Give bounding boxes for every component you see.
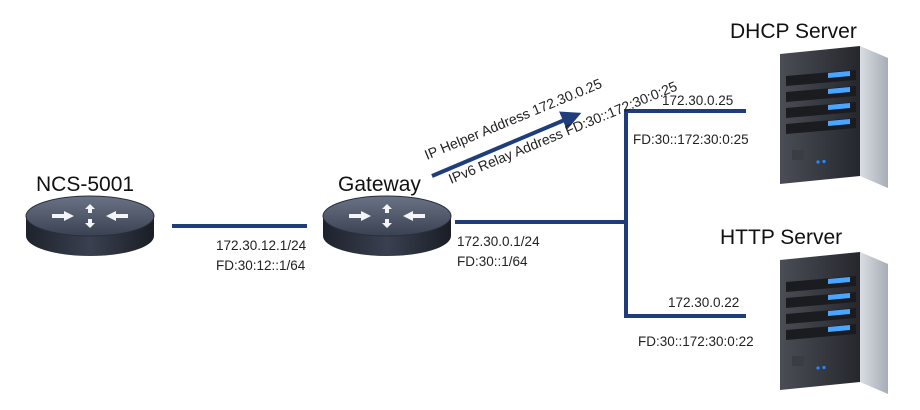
dhcp-ipv6: FD:30::172:30:0:25	[633, 132, 749, 147]
http-server-icon[interactable]	[780, 252, 888, 394]
http-label: HTTP Server	[720, 226, 842, 249]
gateway-label: Gateway	[338, 173, 421, 196]
gateway-router-icon[interactable]	[322, 195, 452, 256]
dhcp-label: DHCP Server	[730, 20, 857, 43]
ncs-gateway-ipv6: FD:30:12::1/64	[216, 258, 306, 273]
dhcp-ipv4: 172.30.0.25	[662, 93, 733, 108]
ncs-gateway-ipv4: 172.30.12.1/24	[216, 238, 307, 253]
ncs-label: NCS-5001	[36, 173, 134, 196]
ncs-router-icon[interactable]	[25, 195, 155, 256]
relay-arrow	[431, 111, 582, 178]
http-ipv6: FD:30::172:30:0:22	[638, 334, 754, 349]
gateway-lan-ipv4: 172.30.0.1/24	[457, 234, 540, 249]
gateway-lan-ipv6: FD:30::1/64	[457, 254, 528, 269]
http-ipv4: 172.30.0.22	[668, 295, 739, 310]
dhcp-server-icon[interactable]	[780, 46, 888, 188]
